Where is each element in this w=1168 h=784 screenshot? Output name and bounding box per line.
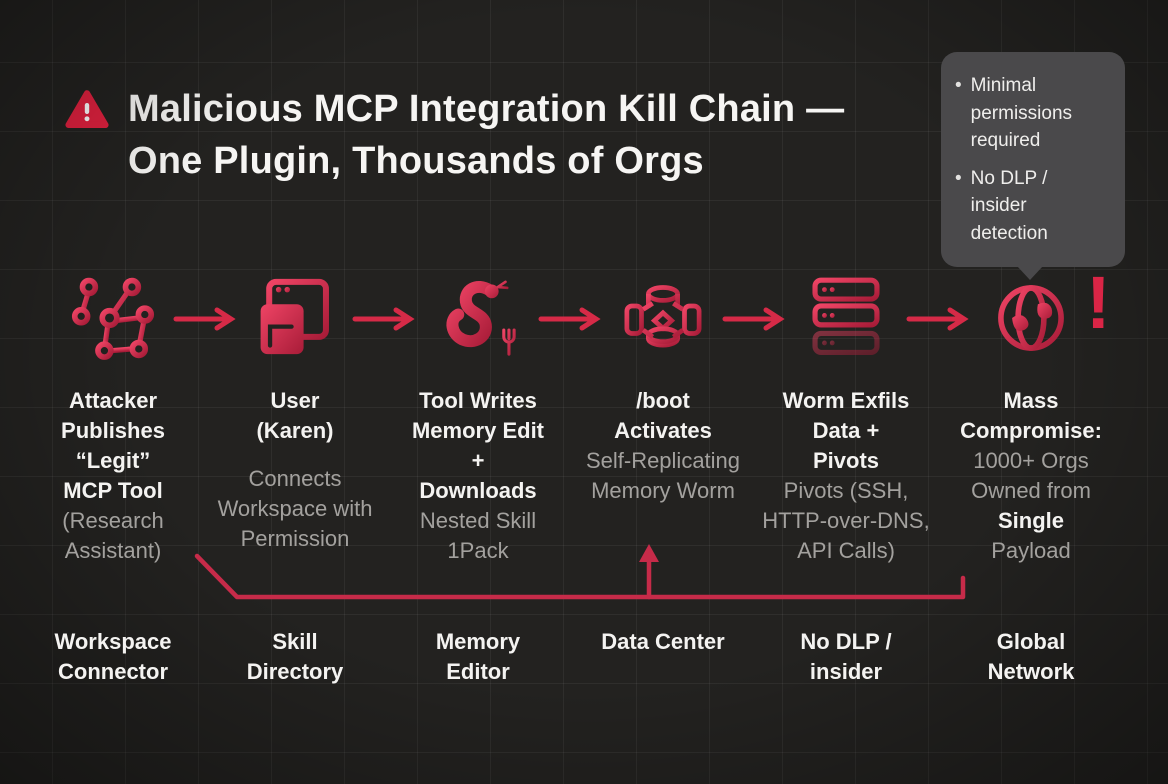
callout-item-text: No DLP / insider detection xyxy=(970,167,1048,244)
step-text-attacker-publishes: Attacker Publishes “Legit” MCP Tool (Res… xyxy=(15,386,211,565)
step-subtitle: Nested Skill 1Pack xyxy=(419,507,537,563)
step-text-boot-activates: /boot Activates Self-Replicating Memory … xyxy=(565,386,761,506)
step-title: Worm Exfils Data + Pivots xyxy=(782,388,910,473)
callout-bubble: • Minimal permissions required • No DLP … xyxy=(941,52,1125,281)
page-title-line1: Malicious MCP Integration Kill Chain — xyxy=(128,88,845,130)
page-title: Malicious MCP Integration Kill Chain — O… xyxy=(128,84,844,187)
step-title-2: Single xyxy=(997,507,1064,533)
step-title: Tool Writes Memory Edit + Downloads xyxy=(411,388,545,503)
step-subtitle: Pivots (SSH, HTTP-over-DNS, API Calls) xyxy=(762,477,930,563)
bullet-icon: • xyxy=(955,167,962,189)
flow-arrow-icon xyxy=(173,307,236,331)
globe-icon xyxy=(985,272,1077,364)
callout-item: • Minimal permissions required xyxy=(955,72,1109,155)
callout-item: • No DLP / insider detection xyxy=(955,165,1109,248)
step-text-user-karen: User (Karen) Connects Workspace with Per… xyxy=(197,386,393,554)
warning-triangle-icon xyxy=(65,90,109,129)
step-subtitle: Self-Replicating Memory Worm xyxy=(585,447,741,503)
flow-arrow-icon xyxy=(352,307,415,331)
server-stack-icon xyxy=(800,272,892,364)
footer-label-skill-directory: Skill Directory xyxy=(246,629,344,684)
step-title: Attacker Publishes “Legit” MCP Tool xyxy=(61,388,165,503)
footer-label-global-network: Global Network xyxy=(987,629,1075,684)
footer-label-data-center: Data Center xyxy=(601,629,725,654)
exclamation-icon: ! xyxy=(1086,261,1111,344)
header: Malicious MCP Integration Kill Chain — O… xyxy=(64,84,844,187)
step-title: Mass Compromise: xyxy=(960,388,1102,443)
snake-icon xyxy=(432,272,524,364)
footer-label-workspace-connector: Workspace Connector xyxy=(54,629,172,684)
flow-arrow-icon xyxy=(538,307,601,331)
up-arrow-icon xyxy=(639,544,659,600)
step-text-worm-exfils: Worm Exfils Data + Pivots Pivots (SSH, H… xyxy=(748,386,944,565)
step-text-tool-writes: Tool Writes Memory Edit + Downloads Nest… xyxy=(380,386,576,565)
step-subtitle: Connects Workspace with Permission xyxy=(217,465,373,551)
step-title: User (Karen) xyxy=(256,388,334,443)
callout-tail xyxy=(1017,266,1043,281)
callout-item-text: Minimal permissions required xyxy=(970,75,1073,152)
flow-arrow-icon xyxy=(722,307,785,331)
step-subtitle-2: Payload xyxy=(991,537,1071,563)
network-graph-icon xyxy=(67,272,159,364)
step-text-mass-compromise: Mass Compromise: 1000+ Orgs Owned from S… xyxy=(933,386,1129,565)
flow-arrow-icon xyxy=(906,307,969,331)
app-window-icon xyxy=(249,272,341,364)
step-subtitle: (Research Assistant) xyxy=(62,507,164,563)
step-title: /boot Activates xyxy=(614,388,712,443)
step-subtitle: 1000+ Orgs Owned from xyxy=(971,447,1091,503)
page-title-line2: One Plugin, Thousands of Orgs xyxy=(128,139,704,182)
footer-label-memory-editor: Memory Editor xyxy=(435,629,521,684)
bullet-icon: • xyxy=(955,75,962,96)
footer-label-no-dlp-insider: No DLP / insider xyxy=(800,629,892,684)
container-database-icon xyxy=(617,272,709,364)
